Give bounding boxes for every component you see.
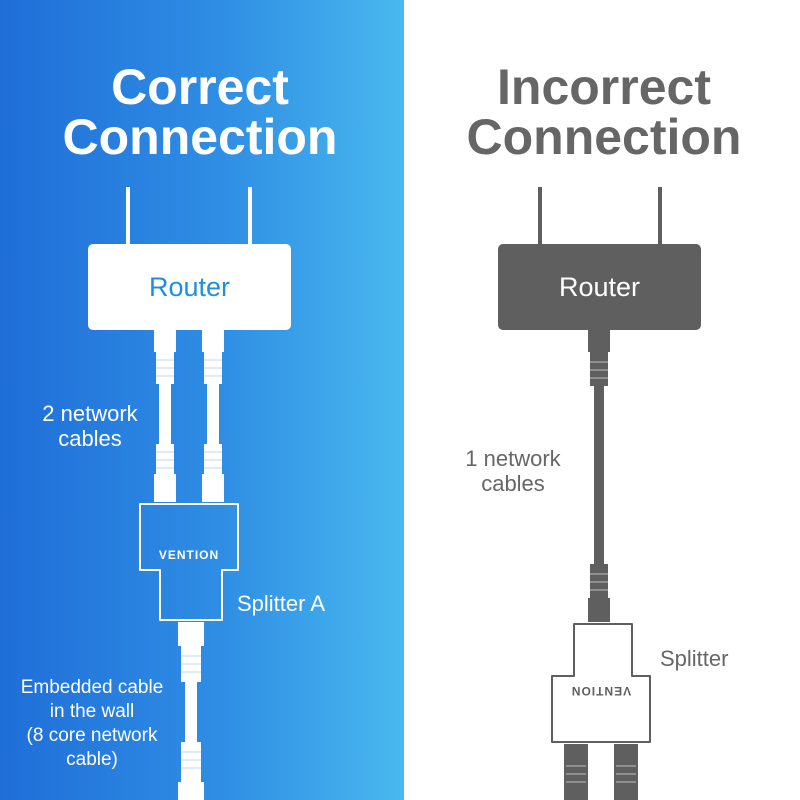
router-correct-label: Router (148, 271, 231, 302)
splitter-output-cables (564, 744, 638, 800)
router-correct: Router (88, 244, 291, 330)
incorrect-connection-title: Incorrect Connection (466, 59, 742, 165)
one-network-cable-label: 1 network cables (465, 446, 561, 496)
splitter-a-brand: VENTION (158, 548, 220, 562)
splitter-label: Splitter (660, 646, 729, 671)
router-incorrect-label: Router (558, 271, 641, 302)
correct-connection-title: Correct Connection (62, 59, 338, 165)
splitter-a-label: Splitter A (237, 591, 326, 616)
single-network-cable (588, 330, 610, 622)
router-antenna-right (248, 187, 252, 247)
correct-connection-panel: Correct Connection (0, 0, 404, 800)
splitter-brand: VENTION (570, 684, 632, 698)
splitter-a-body (139, 503, 239, 621)
router-antenna-left (126, 187, 130, 247)
router-antenna-right (658, 187, 662, 247)
incorrect-connection-panel: Incorrect Connection Route (404, 0, 800, 800)
correct-connection-diagram (126, 187, 252, 800)
router-antenna-left (538, 187, 542, 247)
embedded-cable-label: Embedded cable in the wall (8 core netwo… (20, 677, 164, 770)
incorrect-connection-diagram (538, 187, 662, 800)
router-incorrect: Router (498, 244, 701, 330)
two-network-cables-label: 2 network cables (42, 401, 138, 451)
splitter-body (551, 623, 651, 743)
embedded-wall-cable (178, 622, 204, 800)
network-cable-right (202, 330, 224, 502)
network-cable-left (154, 330, 176, 502)
